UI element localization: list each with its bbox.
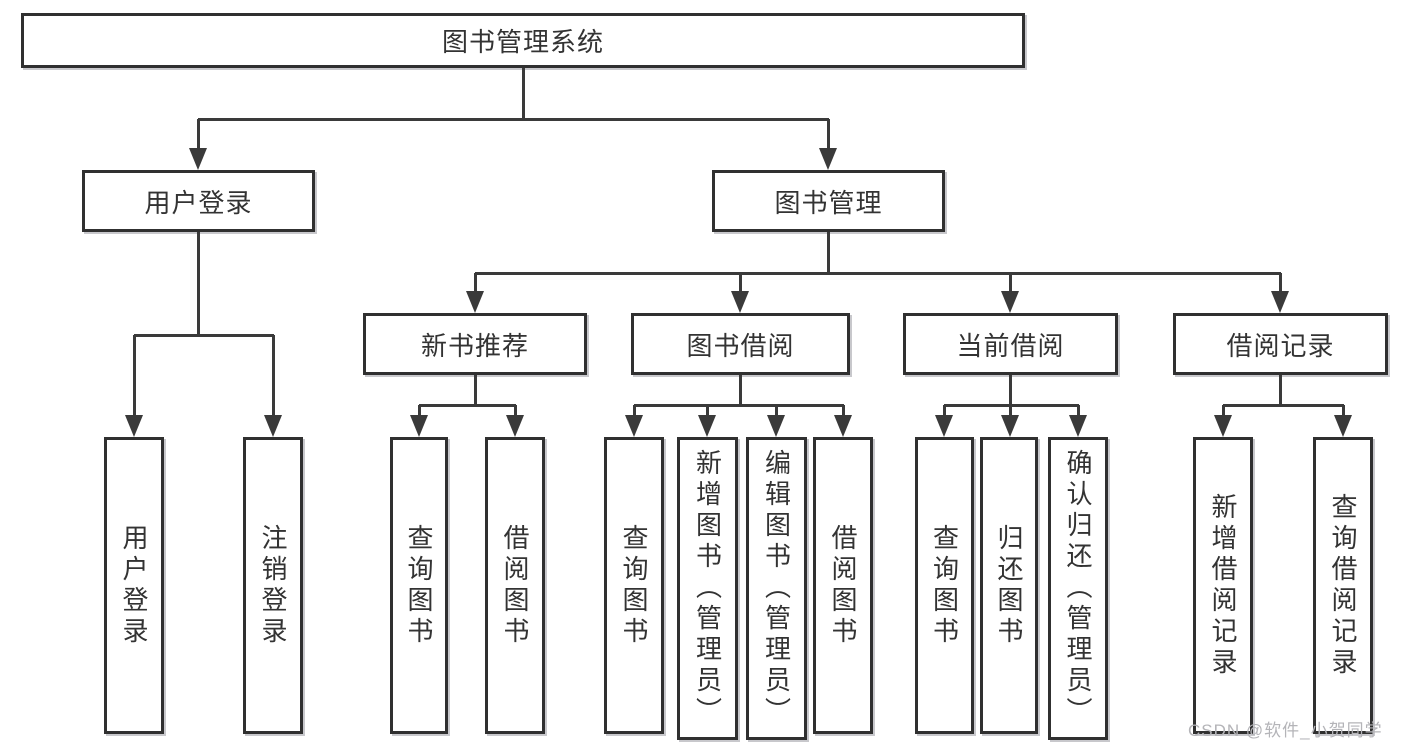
node-book-management: 图书管理 — [712, 170, 945, 232]
connector-vline — [522, 68, 525, 120]
leaf-borrow-books: 借阅图书 — [813, 437, 873, 734]
node-label: 借阅记录 — [1226, 330, 1335, 361]
connector-vline — [633, 405, 636, 417]
node-label: 确认归还（管理员） — [1063, 449, 1093, 728]
node-label: 编辑图书（管理员） — [761, 449, 792, 728]
leaf-query-books-borrow: 查询图书 — [604, 437, 664, 734]
connector-vline — [1279, 375, 1282, 406]
connector-vline — [1342, 405, 1345, 417]
arrow-down-icon — [834, 415, 852, 437]
connector-hline — [134, 334, 274, 337]
connector-vline — [739, 375, 742, 406]
arrow-down-icon — [1214, 415, 1232, 437]
arrow-down-icon — [698, 415, 716, 437]
connector-vline — [474, 375, 477, 406]
leaf-edit-book-admin: 编辑图书（管理员） — [746, 437, 807, 740]
arrow-down-icon — [506, 415, 524, 437]
node-new-book-recommend: 新书推荐 — [363, 313, 587, 375]
node-label: 查询借阅记录 — [1328, 492, 1358, 679]
connector-vline — [1077, 405, 1080, 417]
leaf-logout-login: 注销登录 — [243, 437, 303, 734]
connector-vline — [842, 405, 845, 417]
connector-vline — [272, 335, 275, 416]
arrow-down-icon — [1001, 291, 1019, 313]
arrow-down-icon — [819, 148, 837, 170]
connector-vline — [827, 119, 830, 149]
connector-vline — [739, 273, 742, 293]
connector-vline — [1279, 273, 1282, 293]
node-label: 用户登录 — [119, 523, 149, 648]
arrow-down-icon — [1334, 415, 1352, 437]
arrow-down-icon — [1271, 291, 1289, 313]
node-label: 查询图书 — [619, 523, 649, 648]
arrow-down-icon — [1001, 415, 1019, 437]
connector-hline — [198, 118, 829, 121]
node-label: 注销登录 — [258, 523, 288, 648]
watermark: CSDN @软件_小贺同学 — [1188, 721, 1383, 740]
arrow-down-icon — [767, 415, 785, 437]
connector-vline — [775, 405, 778, 417]
connector-vline — [706, 405, 709, 417]
node-label: 图书借阅 — [686, 330, 795, 361]
connector-vline — [197, 232, 200, 336]
connector-vline — [197, 119, 200, 149]
node-label: 图书管理系统 — [441, 27, 604, 57]
leaf-user-login: 用户登录 — [104, 437, 164, 734]
node-label: 图书管理 — [774, 187, 883, 218]
arrow-down-icon — [935, 415, 953, 437]
leaf-query-books-current: 查询图书 — [915, 437, 974, 734]
leaf-confirm-return-admin: 确认归还（管理员） — [1048, 437, 1108, 740]
connector-vline — [1009, 405, 1012, 417]
node-label: 新增借阅记录 — [1208, 492, 1238, 679]
node-label: 查询图书 — [929, 523, 960, 648]
connector-hline — [475, 272, 1281, 275]
connector-vline — [1222, 405, 1225, 417]
connector-vline — [1009, 273, 1012, 293]
arrow-down-icon — [625, 415, 643, 437]
connector-hline — [1223, 404, 1344, 407]
node-label: 借阅图书 — [828, 523, 858, 648]
node-borrow-records: 借阅记录 — [1173, 313, 1388, 375]
arrow-down-icon — [466, 291, 484, 313]
leaf-add-book-admin: 新增图书（管理员） — [677, 437, 738, 740]
node-label: 用户登录 — [144, 187, 253, 218]
node-book-borrow: 图书借阅 — [631, 313, 850, 375]
node-user-login: 用户登录 — [82, 170, 315, 232]
node-library-system: 图书管理系统 — [21, 13, 1025, 68]
connector-hline — [419, 404, 516, 407]
node-current-borrow: 当前借阅 — [903, 313, 1118, 375]
node-label: 新增图书（管理员） — [692, 449, 723, 728]
node-label: 当前借阅 — [956, 330, 1065, 361]
arrow-down-icon — [1069, 415, 1087, 437]
connector-vline — [418, 405, 421, 417]
node-label: 归还图书 — [994, 523, 1024, 648]
connector-vline — [827, 232, 830, 274]
connector-vline — [514, 405, 517, 417]
leaf-query-borrow-record: 查询借阅记录 — [1313, 437, 1373, 734]
leaf-return-book: 归还图书 — [980, 437, 1038, 734]
node-label: 查询图书 — [404, 523, 434, 648]
connector-hline — [634, 404, 844, 407]
node-label: 借阅图书 — [500, 523, 530, 648]
leaf-borrow-books-recommend: 借阅图书 — [485, 437, 545, 734]
leaf-add-borrow-record: 新增借阅记录 — [1193, 437, 1253, 734]
arrow-down-icon — [125, 415, 143, 437]
connector-vline — [1009, 375, 1012, 406]
arrow-down-icon — [410, 415, 428, 437]
connector-vline — [133, 335, 136, 416]
arrow-down-icon — [731, 291, 749, 313]
leaf-query-books-recommend: 查询图书 — [390, 437, 448, 734]
arrow-down-icon — [189, 148, 207, 170]
arrow-down-icon — [264, 415, 282, 437]
connector-vline — [474, 273, 477, 293]
node-label: 新书推荐 — [420, 330, 529, 361]
connector-vline — [943, 405, 946, 417]
